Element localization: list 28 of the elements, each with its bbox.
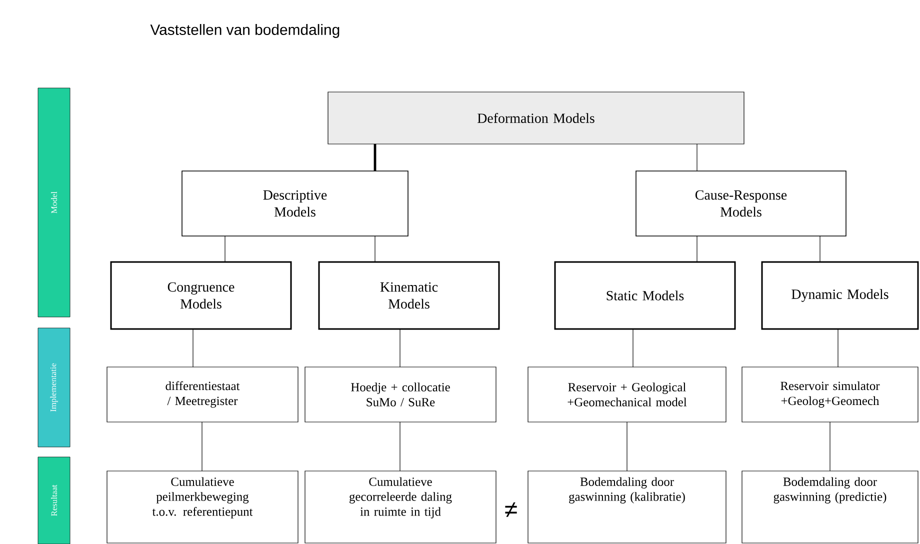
connector-line — [696, 144, 698, 172]
side-bar: Implementatie — [38, 328, 70, 448]
process-box: Dynamic Models — [761, 261, 919, 330]
process-box: Reservoir simulator +Geolog+Geomech — [742, 366, 918, 422]
side-bar: Resultaat — [38, 456, 70, 544]
side-bar: Model — [38, 88, 70, 318]
process-box: Descriptive Models — [182, 170, 408, 236]
process-box: Cause-Response Models — [636, 170, 846, 236]
title: Vaststellen van bodemdaling — [150, 24, 340, 38]
process-box: Static Models — [554, 261, 736, 330]
process-box: Reservoir + Geological +Geomechanical model — [528, 366, 726, 422]
process-box: Congruence Models — [110, 261, 292, 330]
connector-line — [192, 328, 194, 368]
process-box: Kinematic Models — [318, 261, 500, 330]
process-box: Bodemdaling door gaswinning (kalibratie) — [528, 470, 726, 544]
process-box: Hoedje + collocatie SuMo / SuRe — [304, 366, 496, 422]
process-box: differentiestaat / Meetregister — [106, 366, 298, 422]
process-box: Deformation Models — [328, 92, 744, 144]
connector-line — [632, 328, 634, 368]
process-box: Cumulatieve peilmerkbeweging t.o.v. referentiepunt — [106, 470, 298, 544]
process-box: Cumulatieve gecorreleerde daling in ruimte in tijd — [304, 470, 496, 544]
connector-line — [626, 422, 628, 472]
symbol: ≠ — [505, 502, 517, 517]
connector-line — [374, 144, 376, 171]
process-box: Bodemdaling door gaswinning (predictie) — [742, 470, 918, 544]
connector-line — [696, 236, 698, 262]
connector-line — [224, 236, 226, 262]
connector-line — [374, 236, 376, 262]
